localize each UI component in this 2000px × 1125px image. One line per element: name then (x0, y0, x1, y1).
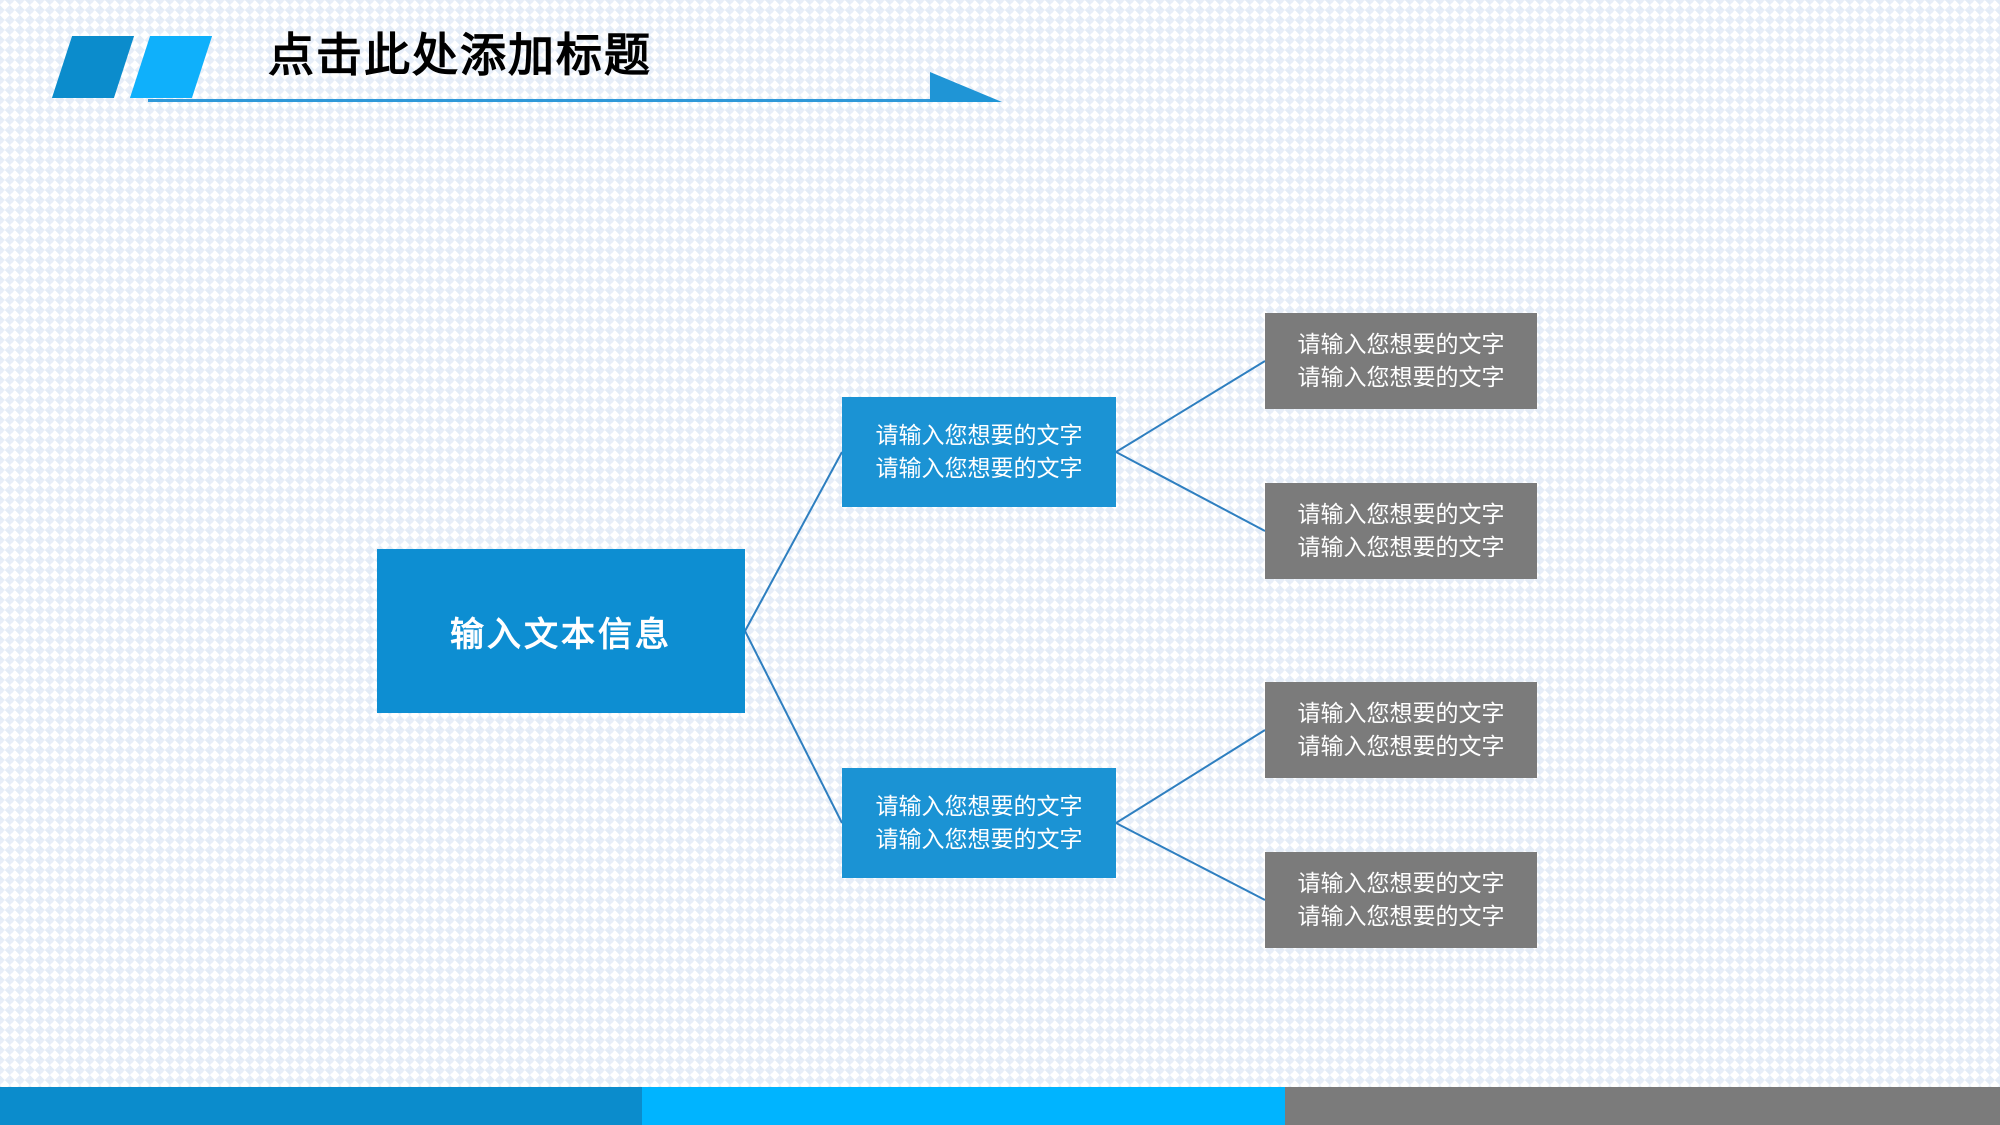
diagram-leaf-node-1[interactable]: 请输入您想要的文字 请输入您想要的文字 (1265, 313, 1537, 409)
diagram-leaf-3-line-2: 请输入您想要的文字 (1297, 733, 1505, 759)
diagram-leaf-4-line-2: 请输入您想要的文字 (1297, 903, 1505, 929)
footer-segment-dark-blue (0, 1087, 642, 1125)
slide-header: 点击此处添加标题 (0, 0, 2000, 130)
diagram-root-node[interactable]: 输入文本信息 (377, 549, 745, 713)
diagram-leaf-1-line-1: 请输入您想要的文字 (1297, 331, 1505, 358)
header-divider-line (148, 99, 938, 102)
diagram-branch-1-line-2: 请输入您想要的文字 (875, 455, 1083, 481)
diagram-branch-node-2[interactable]: 请输入您想要的文字 请输入您想要的文字 (842, 768, 1116, 878)
connector-root-to-branch-2 (744, 630, 843, 824)
footer-segment-cyan (642, 1087, 1285, 1125)
diagram-leaf-3-line-1: 请输入您想要的文字 (1297, 700, 1505, 727)
connector-branch-1-to-leaf-2 (1115, 451, 1266, 532)
page-title[interactable]: 点击此处添加标题 (268, 29, 652, 81)
diagram-leaf-node-2[interactable]: 请输入您想要的文字 请输入您想要的文字 (1265, 483, 1537, 579)
slide-footer-bar (0, 1087, 2000, 1125)
diagram-leaf-node-3[interactable]: 请输入您想要的文字 请输入您想要的文字 (1265, 682, 1537, 778)
connector-branch-2-to-leaf-4 (1115, 822, 1266, 901)
diagram-branch-2-line-1: 请输入您想要的文字 (875, 793, 1083, 820)
diagram-branch-1-line-1: 请输入您想要的文字 (875, 422, 1083, 449)
diagram-leaf-2-line-1: 请输入您想要的文字 (1297, 501, 1505, 528)
diagram-branch-2-line-2: 请输入您想要的文字 (875, 826, 1083, 852)
diagram-leaf-1-line-2: 请输入您想要的文字 (1297, 364, 1505, 390)
connector-branch-1-to-leaf-1 (1115, 360, 1266, 453)
diagram-leaf-node-4[interactable]: 请输入您想要的文字 请输入您想要的文字 (1265, 852, 1537, 948)
connector-branch-2-to-leaf-3 (1115, 729, 1266, 824)
connector-root-to-branch-1 (744, 451, 843, 632)
diagram-leaf-2-line-2: 请输入您想要的文字 (1297, 534, 1505, 560)
diagram-root-label: 输入文本信息 (450, 615, 672, 654)
diagram-leaf-4-line-1: 请输入您想要的文字 (1297, 870, 1505, 897)
diagram-branch-node-1[interactable]: 请输入您想要的文字 请输入您想要的文字 (842, 397, 1116, 507)
footer-segment-gray (1285, 1087, 2000, 1125)
